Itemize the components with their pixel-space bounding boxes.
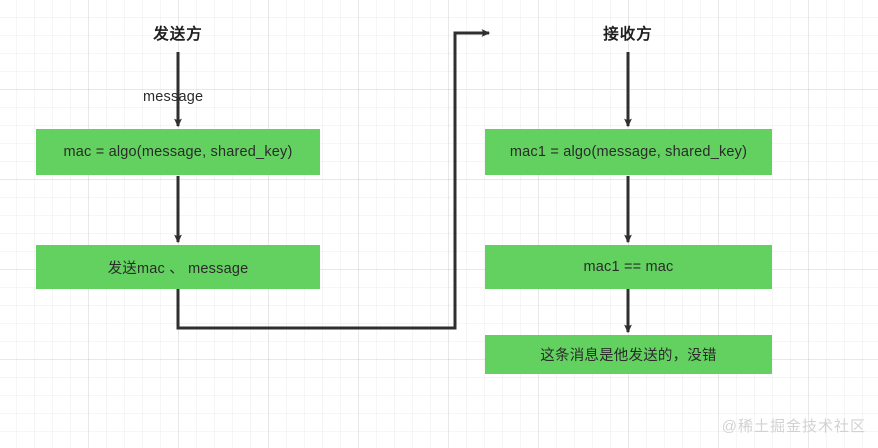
- lane-title-sender: 发送方: [153, 26, 203, 43]
- node-receiver-result[interactable]: 这条消息是他发送的，没错: [485, 335, 772, 374]
- node-receiver-mac1-label: mac1 = algo(message, shared_key): [509, 144, 748, 160]
- node-sender-mac-label: mac = algo(message, shared_key): [63, 144, 293, 160]
- node-sender-send-label: 发送mac 、 message: [107, 260, 249, 277]
- edge-label-message: message: [143, 89, 204, 105]
- node-receiver-compare-label: mac1 == mac: [583, 259, 674, 275]
- watermark: @稀土掘金技术社区: [721, 418, 866, 435]
- lane-title-receiver: 接收方: [603, 26, 653, 43]
- node-sender-mac[interactable]: mac = algo(message, shared_key): [36, 129, 320, 175]
- node-receiver-result-label: 这条消息是他发送的，没错: [540, 348, 717, 364]
- node-receiver-mac1[interactable]: mac1 = algo(message, shared_key): [485, 129, 772, 175]
- node-receiver-compare[interactable]: mac1 == mac: [485, 245, 772, 289]
- node-sender-send[interactable]: 发送mac 、 message: [36, 245, 320, 289]
